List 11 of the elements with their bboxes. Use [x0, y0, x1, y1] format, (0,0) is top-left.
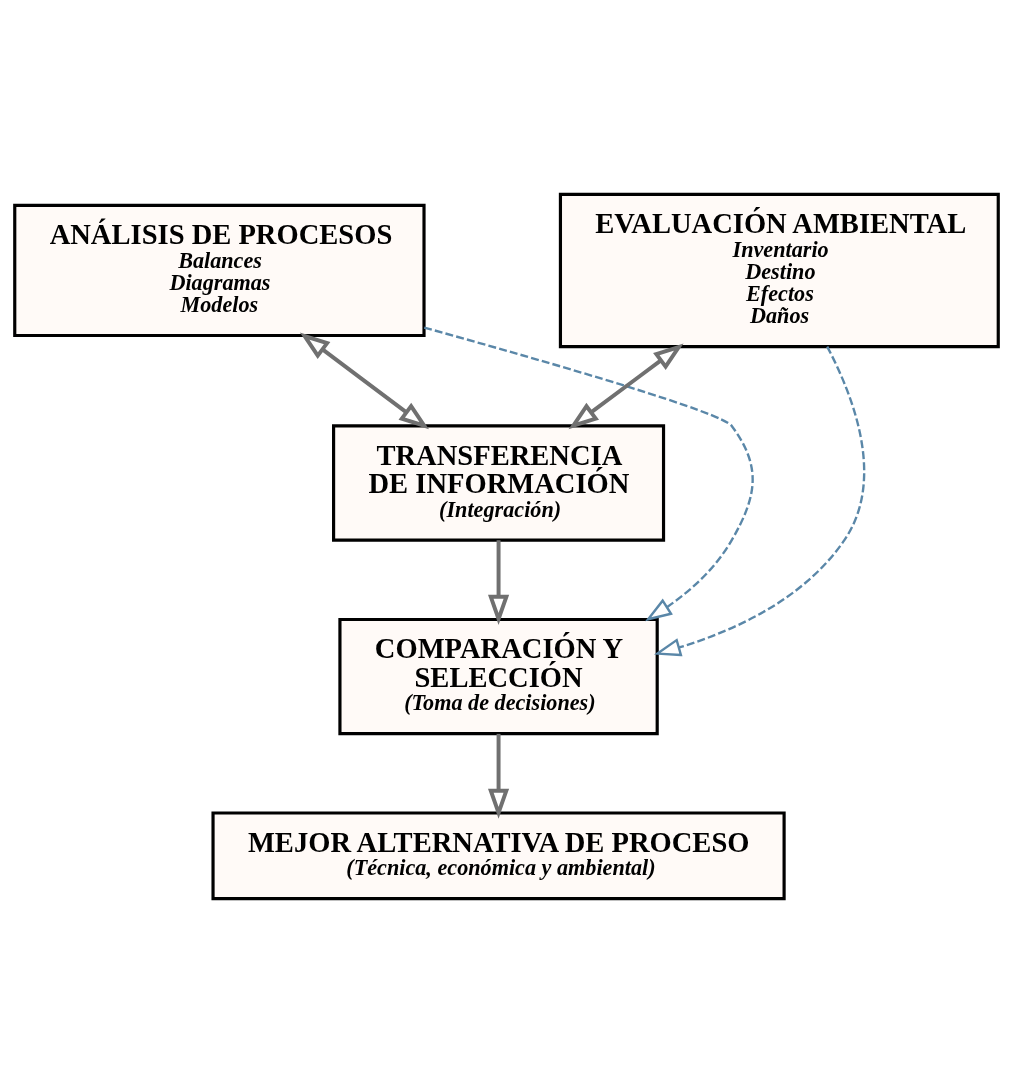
arrow	[488, 539, 510, 625]
arrow	[299, 331, 429, 429]
node-box: EVALUACIÓN AMBIENTAL Inventario Destino Efectos Daños	[558, 192, 1000, 348]
arrow	[653, 345, 866, 656]
node-box: TRANSFERENCIA DE INFORMACIÓN (Integración)	[332, 423, 666, 542]
node-box: MEJOR ALTERNATIVA DE PROCESO (Técnica, económica y ambiental)	[211, 810, 786, 900]
node-box: ANÁLISIS DE PROCESOS Balances Diagramas Modelos	[13, 203, 426, 337]
arrow	[488, 733, 510, 819]
node-box: COMPARACIÓN Y SELECCIÓN (Toma de decisiones)	[338, 617, 659, 735]
arrow	[568, 342, 684, 429]
arrow	[423, 325, 754, 621]
